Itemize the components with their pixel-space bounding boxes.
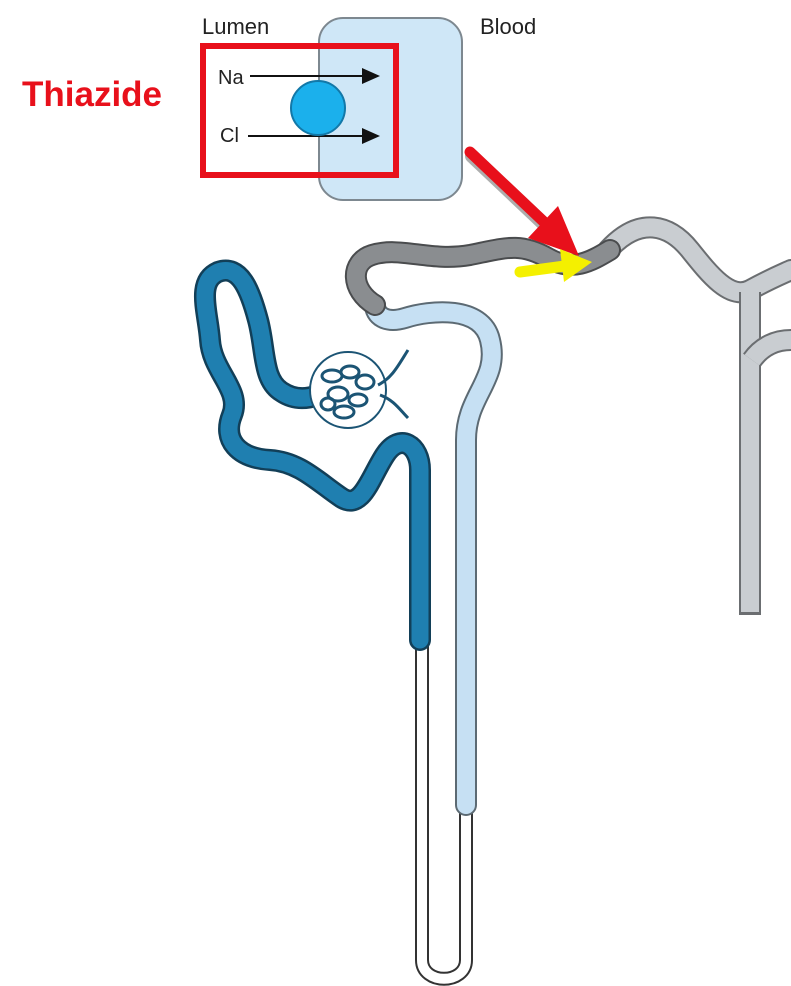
glomerulus-icon [310,350,408,428]
sodium-label: Na [218,67,244,89]
transporter-circle-icon [291,81,345,135]
collecting-duct [608,227,791,615]
lumen-label: Lumen [202,14,269,39]
blood-label: Blood [480,14,536,39]
thick-ascending-limb [375,305,492,805]
chloride-label: Cl [220,125,239,147]
drug-label: Thiazide [22,75,162,114]
